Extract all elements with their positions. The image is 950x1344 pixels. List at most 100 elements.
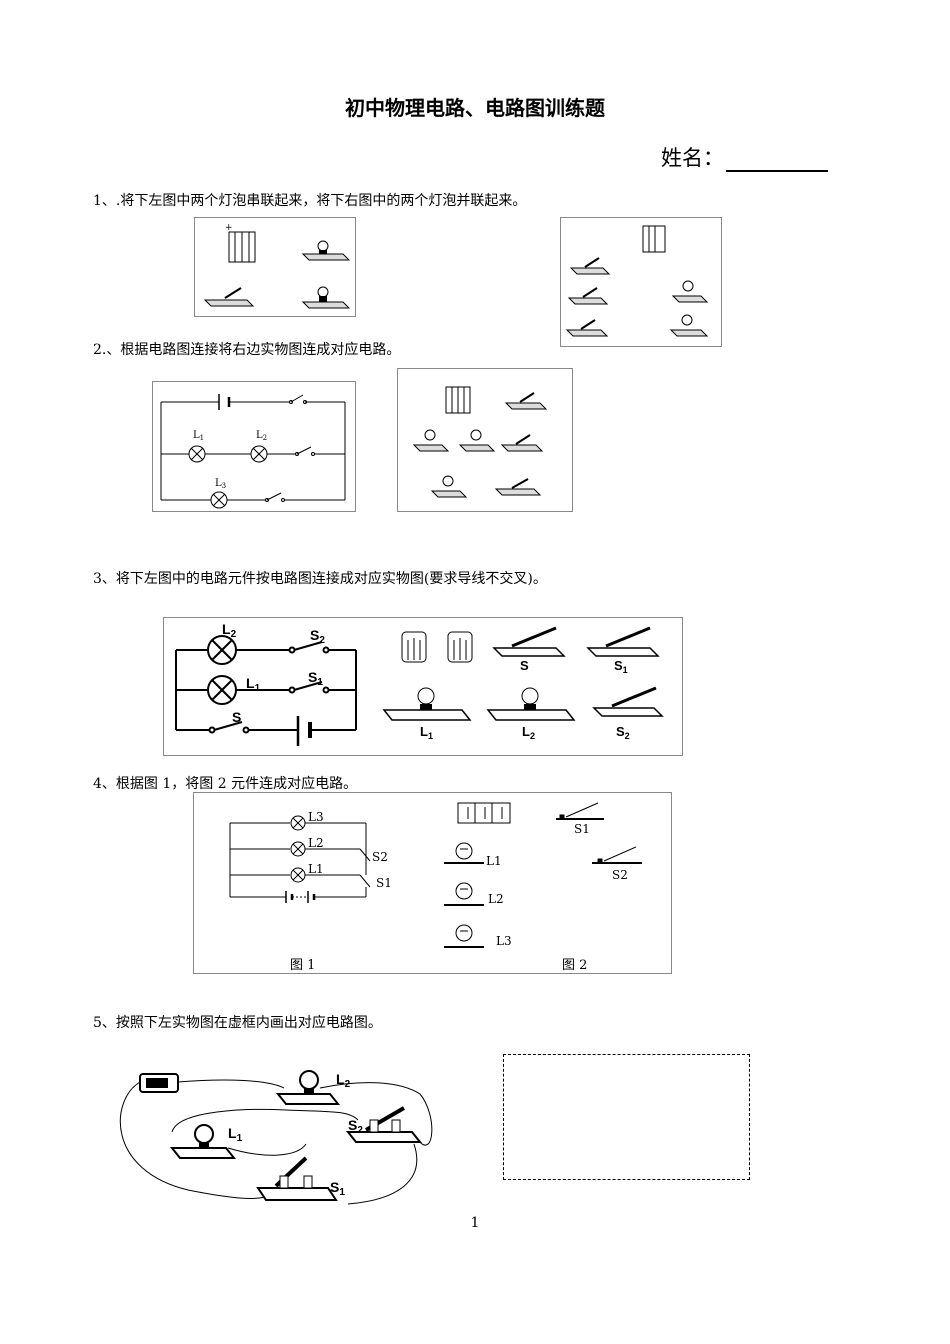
bulb-holder-l3-icon (444, 924, 484, 948)
q5-label-s2: S2 (348, 1117, 363, 1136)
q5-label-l2: L2 (336, 1071, 351, 1090)
battery-cell-icon (401, 631, 427, 663)
bulb-holder-l3-icon (430, 475, 468, 498)
q3-label-switch-s1: S1 (614, 658, 628, 675)
q2-label-l2: L2 (256, 430, 267, 442)
bulb-holder-icon (671, 280, 709, 303)
q4-label-s1: S1 (376, 876, 392, 890)
page-title: 初中物理电路、电路图训练题 (345, 96, 605, 120)
q3-svg: L2 S2 L1 S1 S S S1 L1 L2 S2 (175, 621, 664, 746)
q4-figure: L3 L2 L1 S2 S1 图 1 S1 S2 L1 L2 L3 图 2 (193, 792, 672, 974)
q4-label-switch-s2: S2 (612, 868, 628, 882)
q3-label-switch-s2: S2 (616, 724, 630, 741)
q4-svg: L3 L2 L1 S2 S1 图 1 S1 S2 L1 L2 L3 图 2 (229, 802, 642, 973)
battery-icon (445, 386, 471, 414)
name-label: 姓名： (661, 146, 724, 170)
switch-s1-icon (586, 626, 660, 657)
question-3: 3、将下左图中的电路元件按电路图连接成对应实物图(要求导线不交叉)。 (93, 568, 547, 588)
name-blank-line[interactable] (726, 148, 828, 172)
q2-circuit-diagram: L1 L2 L3 (152, 381, 356, 512)
question-4-text: 根据图 1，将图 2 元件连成对应电路。 (115, 776, 358, 792)
battery-cell-icon (447, 631, 473, 663)
switch-s2-icon (592, 846, 642, 864)
bulb-holder-l2-icon (486, 687, 576, 721)
page-number: 1 (470, 1215, 480, 1231)
q4-label-bulb-l1: L1 (486, 854, 502, 868)
q4-label-s2: S2 (372, 850, 388, 864)
bulb-holder-icon (669, 314, 709, 337)
q2-circuit-svg: L1 L2 L3 (160, 394, 346, 509)
bulb-holder-l1-icon (169, 1124, 237, 1159)
q4-label-bulb-l2: L2 (488, 892, 504, 906)
switch-icon (494, 478, 542, 496)
question-2: 2.、根据电路图连接将右边实物图连成对应电路。 (93, 339, 400, 359)
q3-figure: L2 S2 L1 S1 S S S1 L1 L2 S2 (163, 617, 683, 756)
switch-s1-icon (256, 1156, 338, 1201)
q4-label-l3: L3 (308, 810, 324, 824)
question-1: 1、.将下左图中两个灯泡串联起来，将下右图中的两个灯泡并联起来。 (93, 190, 526, 210)
switch-icon (203, 287, 255, 307)
switch-s2-icon (345, 1106, 423, 1143)
bulb-holder-icon (301, 286, 351, 309)
q1-left-components: + (203, 223, 351, 309)
q1-right-figure (560, 217, 722, 347)
q4-label-l1: L1 (308, 862, 324, 876)
question-2-number: 2.、 (93, 342, 121, 358)
question-1-text: .将下左图中两个灯泡串联起来，将下右图中的两个灯泡并联起来。 (115, 193, 527, 209)
switch-s1-icon (556, 802, 604, 820)
q4-label-switch-s1: S1 (574, 822, 590, 836)
question-4-number: 4、 (93, 776, 116, 792)
q3-label-s2: S2 (310, 627, 325, 646)
q5-label-l1: L1 (228, 1125, 243, 1144)
bulb-holder-icon (301, 240, 351, 261)
bulb-holder-l2-icon (275, 1070, 341, 1105)
q3-label-l2: L2 (222, 621, 237, 640)
q4-fig1-caption: 图 1 (290, 958, 315, 973)
question-3-number: 3、 (93, 571, 116, 587)
q4-label-l2: L2 (308, 836, 324, 850)
q3-label-bulb-l1: L1 (420, 724, 433, 741)
question-4: 4、根据图 1，将图 2 元件连成对应电路。 (93, 773, 357, 793)
q2-components-svg (412, 386, 548, 498)
switch-icon (500, 434, 544, 452)
q4-fig2-caption: 图 2 (562, 958, 587, 973)
switch-icon (569, 257, 611, 275)
battery-icon (139, 1073, 179, 1093)
q5-physical-circuit: L2 S2 L1 S1 (108, 1060, 438, 1210)
question-5-text: 按照下左实物图在虚框内画出对应电路图。 (115, 1015, 382, 1031)
bulb-holder-l2-icon (444, 882, 484, 906)
q2-components-figure (397, 368, 573, 512)
q3-label-s: S (232, 709, 241, 725)
question-5-number: 5、 (93, 1015, 116, 1031)
q5-svg: L2 S2 L1 S1 (119, 1070, 433, 1205)
switch-icon (567, 287, 609, 305)
name-field: 姓名： (661, 142, 828, 172)
q4-label-bulb-l3: L3 (496, 934, 512, 948)
question-2-text: 根据电路图连接将右边实物图连成对应电路。 (120, 342, 401, 358)
q3-label-l1: L1 (246, 675, 261, 694)
question-1-number: 1、 (93, 193, 116, 209)
q1-right-components (565, 225, 709, 337)
q2-label-l3: L3 (215, 478, 226, 490)
switch-icon (504, 392, 548, 410)
svg-text:+: + (225, 223, 233, 233)
q3-label-bulb-l2: L2 (522, 724, 535, 741)
q5-label-s1: S1 (330, 1179, 345, 1198)
battery-icon: + (225, 223, 256, 263)
bulb-holder-l1-icon (444, 842, 484, 864)
bulb-holder-l1-icon (382, 687, 472, 721)
switch-icon (565, 319, 609, 337)
bulb-holder-l2-icon (458, 429, 496, 452)
bulb-holder-l1-icon (412, 429, 450, 452)
answer-dashed-box[interactable] (503, 1054, 750, 1180)
battery-icon (642, 225, 666, 253)
switch-s-icon (492, 626, 566, 657)
q3-label-s1: S1 (308, 669, 323, 688)
battery-box-icon (457, 802, 511, 824)
switch-s2-icon (592, 686, 664, 717)
question-5: 5、按照下左实物图在虚框内画出对应电路图。 (93, 1012, 382, 1032)
q1-left-figure: + (194, 217, 356, 317)
q3-label-switch-s: S (520, 658, 529, 673)
q2-label-l1: L1 (193, 430, 204, 442)
question-3-text: 将下左图中的电路元件按电路图连接成对应实物图(要求导线不交叉)。 (115, 571, 547, 587)
